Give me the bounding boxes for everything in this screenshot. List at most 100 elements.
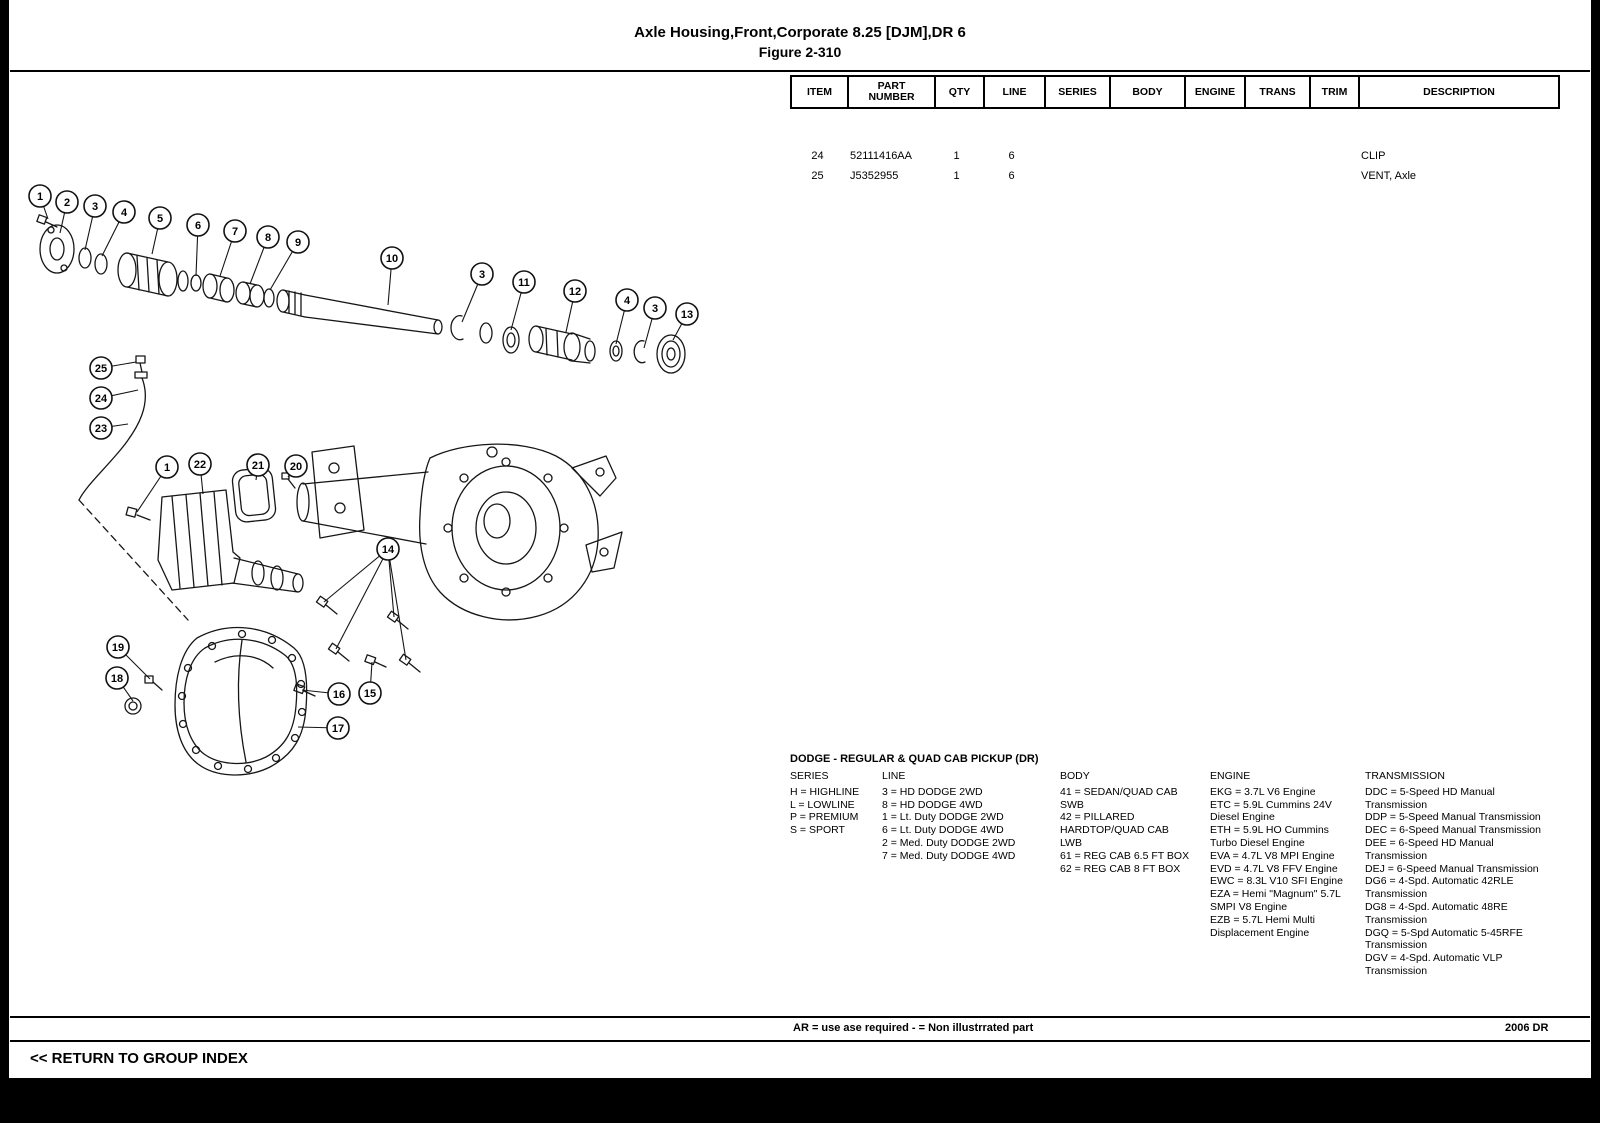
legend-entry: 42 = PILLARED HARDTOP/QUAD CAB LWB — [1060, 811, 1169, 849]
cell-description: VENT, Axle — [1361, 170, 1417, 182]
legend-entry: 41 = SEDAN/QUAD CAB SWB — [1060, 785, 1178, 811]
callout-7 — [223, 219, 247, 243]
cell-item: 25 — [811, 170, 824, 182]
parts-table-header: ITEM PART NUMBER QTY LINE SERIES BODY EN… — [790, 75, 1560, 109]
callout-1 — [155, 455, 179, 479]
callout-number: 21 — [252, 460, 264, 472]
legend-entry: S = SPORT — [790, 824, 845, 837]
legend-entry: DGQ = 5-Spd Automatic 5-45RFE Transmissi… — [1365, 926, 1523, 952]
callout-number: 3 — [652, 303, 658, 315]
callout-number: 4 — [624, 295, 631, 307]
callout-8 — [256, 225, 280, 249]
page-border-right — [1591, 0, 1600, 1123]
col-header-trim: TRIM — [1309, 77, 1358, 107]
callout-12 — [563, 279, 587, 303]
legend-entry: EZB = 5.7L Hemi Multi Displacement Engin… — [1210, 913, 1315, 939]
callout-3 — [643, 296, 667, 320]
header-divider — [10, 70, 1590, 72]
callout-number: 15 — [364, 688, 376, 700]
callout-number: 18 — [111, 673, 123, 685]
bolt — [36, 214, 48, 225]
legend-entry: EVD = 4.7L V8 FFV Engine — [1210, 862, 1338, 875]
callout-14 — [376, 537, 400, 561]
callout-13 — [675, 302, 699, 326]
callout-11 — [512, 270, 536, 294]
col-header-item: ITEM — [806, 85, 833, 98]
callout-number: 17 — [332, 723, 344, 735]
callout-5 — [148, 206, 172, 230]
cell-line: 6 — [1008, 150, 1015, 162]
legend-entry: 1 = Lt. Duty DODGE 2WD — [882, 811, 1004, 824]
legend-entry: 7 = Med. Duty DODGE 4WD — [882, 849, 1016, 862]
legend-entry: P = PREMIUM — [790, 811, 859, 824]
callout-10 — [380, 246, 404, 270]
callout-number: 20 — [290, 461, 302, 473]
callout-number: 16 — [333, 689, 345, 701]
callout-number: 1 — [37, 191, 43, 203]
callout-2 — [55, 190, 79, 214]
callout-number: 4 — [121, 207, 128, 219]
callout-number: 7 — [232, 226, 238, 238]
callout-15 — [358, 681, 382, 705]
legend-entry: DG6 = 4-Spd. Automatic 42RLE Transmissio… — [1365, 875, 1514, 901]
callout-number: 13 — [681, 309, 693, 321]
exploded-view-diagram: 1234567891031112431325242312221201419181… — [28, 184, 699, 776]
callout-number: 10 — [386, 253, 398, 265]
callout-3 — [470, 262, 494, 286]
col-header-description: DESCRIPTION — [1358, 77, 1558, 107]
callout-20 — [284, 454, 308, 478]
legend-entry: DG8 = 4-Spd. Automatic 48RE Transmission — [1365, 900, 1508, 926]
legend-title: DODGE - REGULAR & QUAD CAB PICKUP (DR) — [790, 753, 1039, 765]
cell-part-number[interactable]: 52111416AA — [850, 150, 912, 162]
callout-17 — [326, 716, 350, 740]
parts-table-body: 24 52111416AA 1 6 CLIP 25 J5352955 1 6 V… — [790, 146, 1556, 186]
callout-23 — [89, 416, 113, 440]
callout-number: 8 — [265, 232, 271, 244]
callout-22 — [188, 452, 212, 476]
cell-part-number[interactable]: J5352955 — [850, 170, 899, 182]
legend-entry: H = HIGHLINE — [790, 785, 860, 798]
col-header-body: BODY — [1109, 77, 1184, 107]
legend-entry: 62 = REG CAB 8 FT BOX — [1060, 862, 1181, 875]
table-row[interactable]: 24 52111416AA 1 6 CLIP — [790, 146, 1556, 166]
legend-column-header: SERIES — [790, 770, 829, 782]
page-title: Axle Housing,Front,Corporate 8.25 [DJM],… — [634, 24, 966, 41]
legend-entry: DEJ = 6-Speed Manual Transmission — [1365, 862, 1539, 875]
legend-entry: DDP = 5-Speed Manual Transmission — [1365, 811, 1541, 824]
callout-number: 2 — [64, 197, 70, 209]
callout-3 — [83, 194, 107, 218]
callout-number: 12 — [569, 286, 581, 298]
callout-number: 19 — [112, 642, 124, 654]
callout-18 — [105, 666, 129, 690]
callout-19 — [106, 635, 130, 659]
cell-item: 24 — [811, 150, 824, 162]
callout-number: 3 — [92, 201, 98, 213]
callout-9 — [286, 230, 310, 254]
legend-entry: EWC = 8.3L V10 SFI Engine — [1210, 875, 1343, 888]
legend-column-header: LINE — [882, 770, 906, 782]
callout-number: 6 — [195, 220, 201, 232]
legend-entry: 2 = Med. Duty DODGE 2WD — [882, 836, 1016, 849]
callout-leader-line — [335, 548, 389, 650]
table-row[interactable]: 25 J5352955 1 6 VENT, Axle — [790, 166, 1556, 186]
callout-number: 1 — [164, 462, 170, 474]
col-header-line: LINE — [983, 77, 1044, 107]
legend-entry: L = LOWLINE — [790, 798, 855, 811]
callout-number: 24 — [95, 393, 108, 405]
cell-description: CLIP — [1361, 150, 1386, 162]
legend-column-header: ENGINE — [1210, 770, 1251, 782]
callout-leader-line — [387, 548, 407, 661]
legend-entry: 6 = Lt. Duty DODGE 4WD — [882, 824, 1004, 837]
figure-number: Figure 2-310 — [758, 44, 842, 60]
callout-leader-line — [323, 548, 389, 603]
col-header-trans: TRANS — [1244, 77, 1309, 107]
callout-number: 23 — [95, 423, 107, 435]
cell-qty: 1 — [953, 170, 960, 182]
return-to-group-index-link[interactable]: << RETURN TO GROUP INDEX — [30, 1050, 248, 1067]
callout-6 — [186, 213, 210, 237]
